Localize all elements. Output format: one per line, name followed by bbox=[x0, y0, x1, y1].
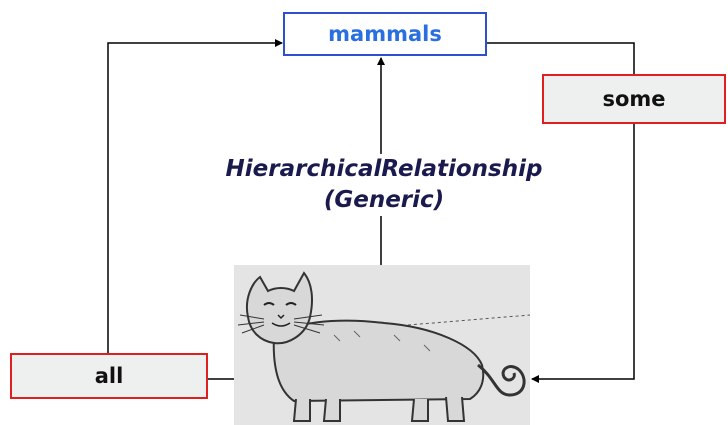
mammals-to-cat-connector bbox=[487, 42, 635, 383]
mammals-node-label: mammals bbox=[328, 22, 442, 46]
cat-drawing bbox=[234, 265, 530, 425]
relationship-name: HierarchicalRelationship bbox=[225, 156, 543, 182]
some-quantifier-box: some bbox=[542, 74, 726, 124]
all-quantifier-box: all bbox=[10, 353, 208, 399]
some-quantifier-label: some bbox=[602, 87, 666, 111]
mammals-node: mammals bbox=[283, 12, 487, 56]
relationship-label: HierarchicalRelationship (Generic) bbox=[186, 154, 582, 216]
relationship-qualifier: (Generic) bbox=[323, 187, 445, 213]
cat-picture bbox=[234, 265, 530, 425]
all-to-mammals-connector bbox=[107, 39, 283, 353]
all-quantifier-label: all bbox=[94, 364, 124, 388]
